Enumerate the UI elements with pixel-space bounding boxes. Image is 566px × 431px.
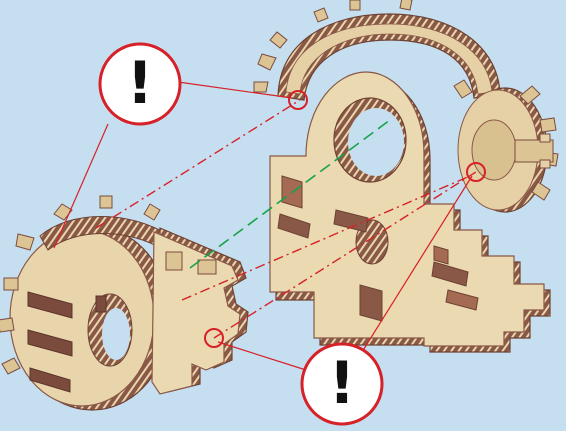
leader-top-to-gear bbox=[53, 123, 109, 249]
warning-callout-bottom bbox=[300, 342, 384, 426]
leader-bottom-to-gear bbox=[361, 175, 473, 353]
target-marker-right-gear bbox=[466, 162, 486, 182]
callout-top-left: ! bbox=[98, 42, 182, 126]
leader-bottom-to-plate bbox=[217, 341, 307, 371]
alignment-guides bbox=[95, 99, 477, 339]
back-plate bbox=[269, 71, 551, 353]
front-gear-assembly bbox=[0, 195, 249, 411]
guide-line-upper-red bbox=[95, 99, 301, 229]
guide-line-lower-red bbox=[213, 171, 477, 339]
guide-line-green bbox=[189, 119, 391, 269]
right-small-gear bbox=[453, 79, 559, 213]
target-marker-arch bbox=[288, 90, 308, 110]
exclamation-icon: ! bbox=[127, 49, 153, 117]
target-marker-plate bbox=[204, 328, 224, 348]
callout-bottom: ! bbox=[300, 342, 384, 426]
large-front-gear bbox=[0, 225, 171, 411]
guide-line-middle-red bbox=[181, 175, 471, 301]
back-assembly bbox=[253, 0, 559, 353]
target-markers bbox=[204, 90, 486, 348]
warning-callout-top bbox=[98, 42, 182, 126]
front-connector-plate bbox=[95, 227, 249, 395]
callout-leaders bbox=[53, 81, 473, 371]
leader-top-to-arch bbox=[177, 81, 293, 99]
exclamation-icon: ! bbox=[329, 349, 355, 417]
